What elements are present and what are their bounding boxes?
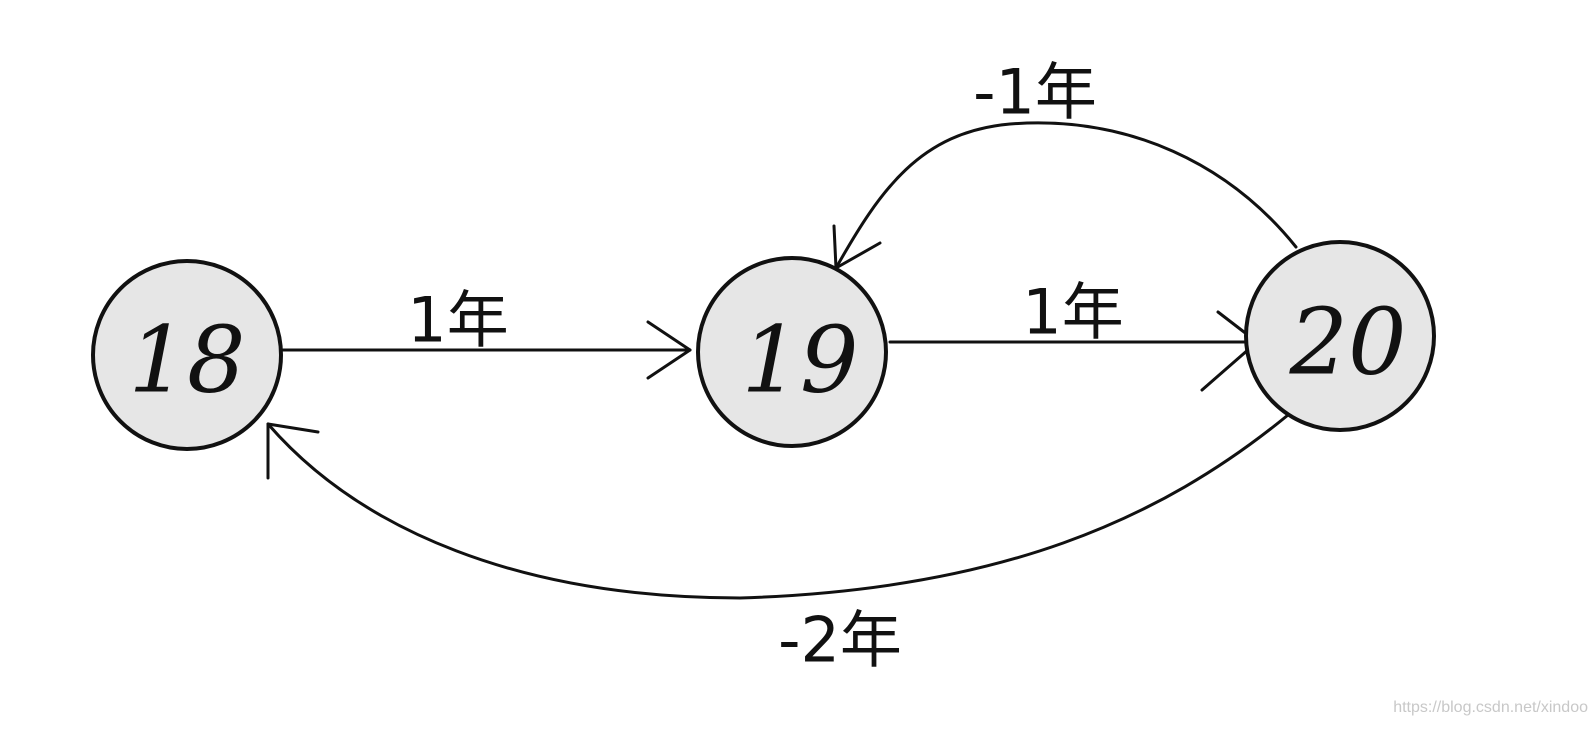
node-circle xyxy=(696,256,888,448)
arrowhead-icon xyxy=(266,422,320,480)
edge-20-to-19 xyxy=(832,121,1298,270)
node-circle xyxy=(91,259,283,451)
node-circle xyxy=(1244,240,1436,432)
node-label: 19 xyxy=(741,307,858,414)
node-19: 19 xyxy=(696,256,888,448)
edge-label-18-19: 1年 xyxy=(407,284,508,357)
edge-18-to-19 xyxy=(281,320,692,380)
edge-curve xyxy=(834,121,1298,270)
watermark-text: https://blog.csdn.net/xindoo xyxy=(1393,699,1588,716)
node-20: 20 xyxy=(1244,240,1436,432)
edge-label-20-18: -2年 xyxy=(778,604,902,677)
node-label: 18 xyxy=(128,307,245,414)
edge-20-to-18 xyxy=(266,413,1290,600)
node-18: 18 xyxy=(91,259,283,451)
edge-curve xyxy=(266,413,1290,600)
node-label: 20 xyxy=(1288,289,1406,396)
edge-label-20-19: -1年 xyxy=(973,56,1097,129)
edge-label-19-20: 1年 xyxy=(1022,276,1123,349)
arrowhead-icon xyxy=(646,320,692,380)
